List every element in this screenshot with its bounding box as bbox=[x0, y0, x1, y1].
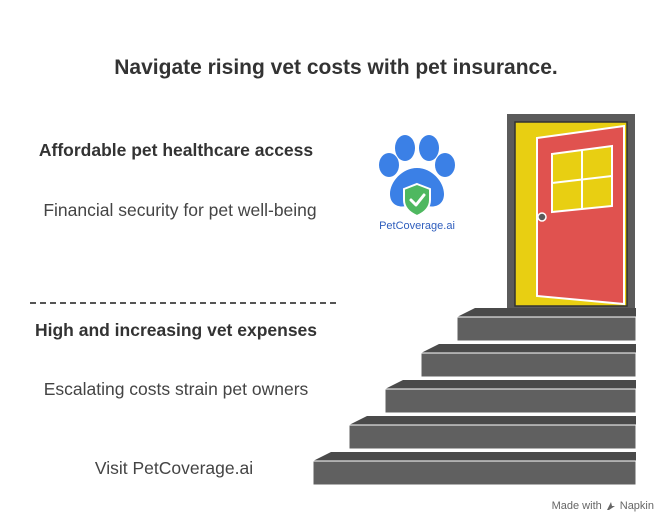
petcoverage-logo: PetCoverage.ai bbox=[370, 134, 464, 238]
section-divider bbox=[30, 302, 336, 304]
bottom-block-description: Escalating costs strain pet owners bbox=[43, 379, 309, 399]
door-icon bbox=[507, 114, 635, 308]
bottom-block-heading: High and increasing vet expenses bbox=[34, 320, 318, 340]
napkin-brand: Napkin bbox=[619, 500, 654, 512]
made-with-label: Made with bbox=[551, 500, 602, 512]
top-block-heading: Affordable pet healthcare access bbox=[38, 140, 314, 160]
door-stairs-illustration bbox=[312, 114, 637, 486]
paw-shield-icon bbox=[379, 135, 455, 218]
logo-text: PetCoverage.ai bbox=[379, 220, 455, 232]
staircase-icon bbox=[312, 308, 637, 486]
made-with-napkin: Made with Napkin bbox=[552, 500, 654, 512]
top-block-description: Financial security for pet well-being bbox=[43, 200, 317, 220]
napkin-logo-icon bbox=[606, 502, 615, 510]
page-title: Navigate rising vet costs with pet insur… bbox=[114, 56, 558, 79]
visit-link[interactable]: Visit PetCoverage.ai bbox=[94, 458, 254, 478]
